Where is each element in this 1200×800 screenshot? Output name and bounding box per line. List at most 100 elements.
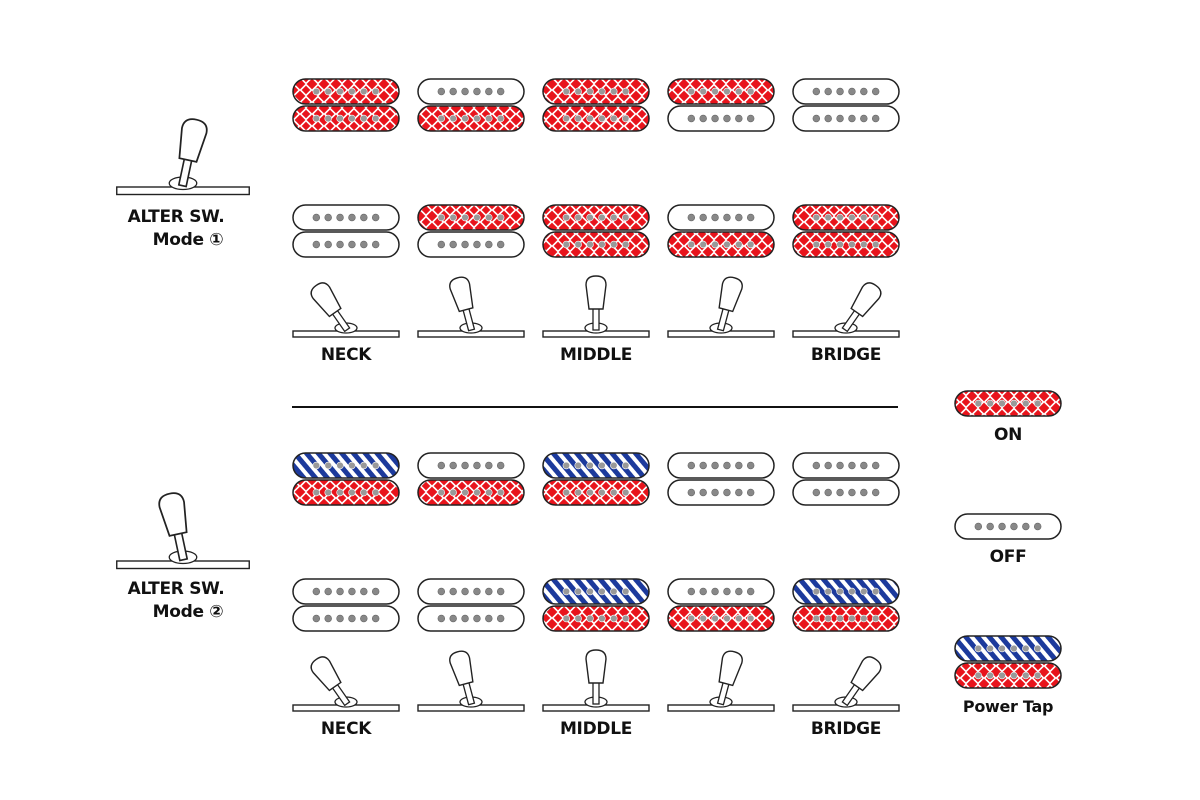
mode1-position-label-neck: NECK bbox=[321, 345, 372, 365]
mode2-pos2-lower-pickup bbox=[417, 578, 525, 632]
pole-piece bbox=[496, 587, 505, 596]
pole-piece bbox=[711, 587, 719, 596]
pole-piece bbox=[860, 587, 868, 596]
pole-piece bbox=[699, 614, 707, 623]
pole-piece bbox=[723, 114, 731, 123]
pole-piece bbox=[1022, 644, 1030, 653]
legend-power-tap-bottom-coil bbox=[954, 662, 1062, 689]
mode1-pos3-upper-pickup bbox=[542, 78, 650, 132]
mode2-pos2-lower-pickup-top-coil-body bbox=[417, 578, 525, 605]
mode1-pos3-switch-icon bbox=[542, 275, 650, 338]
mode2-pos5-upper-pickup-top-coil bbox=[792, 452, 900, 479]
pole-piece bbox=[485, 461, 493, 470]
pole-piece bbox=[348, 240, 356, 249]
legend-off-swatch bbox=[954, 513, 1062, 540]
pole-piece bbox=[824, 587, 832, 596]
legend-power-tap-bottom-coil-body bbox=[954, 662, 1062, 689]
mode2-position-label-bridge: BRIDGE bbox=[811, 719, 881, 739]
pole-piece bbox=[461, 114, 469, 123]
pole-piece bbox=[860, 488, 868, 497]
mode2-pos3-lower-pickup-top-coil-body bbox=[542, 578, 650, 605]
pole-piece bbox=[860, 240, 868, 249]
pole-piece bbox=[437, 213, 446, 222]
pole-piece bbox=[371, 240, 380, 249]
pole-piece bbox=[986, 522, 994, 531]
mode2-pos5-upper-pickup-bottom-coil-body bbox=[792, 479, 900, 506]
mode2-pos4-lower-pickup bbox=[667, 578, 775, 632]
pole-piece bbox=[449, 614, 457, 623]
pole-piece bbox=[824, 87, 832, 96]
pole-piece bbox=[473, 461, 481, 470]
pole-piece bbox=[699, 87, 707, 96]
pole-piece bbox=[735, 488, 743, 497]
pole-piece bbox=[812, 114, 821, 123]
pole-piece bbox=[746, 614, 755, 623]
pole-piece bbox=[437, 87, 446, 96]
pole-piece bbox=[496, 614, 505, 623]
pole-piece bbox=[687, 488, 696, 497]
switch-row bbox=[116, 118, 900, 712]
pole-piece bbox=[986, 399, 994, 408]
switch-lever bbox=[158, 492, 189, 562]
mode2-pos1-upper-pickup-top-coil bbox=[292, 452, 400, 479]
pole-piece bbox=[723, 614, 731, 623]
pole-piece bbox=[562, 240, 571, 249]
pole-piece bbox=[735, 114, 743, 123]
pole-piece bbox=[562, 461, 571, 470]
mode2-pos3-upper-pickup bbox=[542, 452, 650, 506]
pole-piece bbox=[610, 461, 618, 470]
mode2-pos4-lower-pickup-top-coil bbox=[667, 578, 775, 605]
pole-piece bbox=[824, 213, 832, 222]
pole-piece bbox=[610, 240, 618, 249]
mode1-pos3-upper-pickup-top-coil-body bbox=[542, 78, 650, 105]
switch-lever bbox=[585, 649, 607, 705]
pole-piece bbox=[348, 461, 356, 470]
pole-piece bbox=[974, 644, 983, 653]
pole-piece bbox=[371, 488, 380, 497]
mode1-pos2-upper-pickup-top-coil-body bbox=[417, 78, 525, 105]
pole-piece bbox=[836, 461, 844, 470]
mode1-pos4-upper-pickup-bottom-coil bbox=[667, 105, 775, 132]
pole-piece bbox=[562, 114, 571, 123]
pole-piece bbox=[473, 114, 481, 123]
mode1-pos5-lower-pickup-bottom-coil bbox=[792, 231, 900, 258]
pole-piece bbox=[348, 213, 356, 222]
pole-piece bbox=[621, 488, 630, 497]
mode2-pos2-switch-icon bbox=[417, 650, 525, 712]
mode1-pos4-upper-pickup-top-coil-body bbox=[667, 78, 775, 105]
switch-lever bbox=[177, 118, 208, 188]
pole-piece bbox=[360, 87, 368, 96]
mode2-pos2-upper-pickup-top-coil-body bbox=[417, 452, 525, 479]
pole-piece bbox=[746, 87, 755, 96]
mode2-pos3-upper-pickup-bottom-coil bbox=[542, 479, 650, 506]
pole-piece bbox=[360, 614, 368, 623]
mode2-pos4-upper-pickup-bottom-coil bbox=[667, 479, 775, 506]
pole-piece bbox=[461, 213, 469, 222]
pole-piece bbox=[1022, 671, 1030, 680]
mode1-pos3-lower-pickup-bottom-coil-body bbox=[542, 231, 650, 258]
pole-piece bbox=[371, 614, 380, 623]
mode1-pos1-upper-pickup-bottom-coil bbox=[292, 105, 400, 132]
mode1-pos4-upper-pickup-bottom-coil-body bbox=[667, 105, 775, 132]
pole-piece bbox=[871, 240, 880, 249]
mode2-pos1-lower-pickup-top-coil-body bbox=[292, 578, 400, 605]
mode2-pos3-upper-pickup-top-coil bbox=[542, 452, 650, 479]
pole-piece bbox=[746, 461, 755, 470]
mode1-position-label-middle: MIDDLE bbox=[560, 345, 632, 365]
pole-piece bbox=[871, 488, 880, 497]
mode1-pos3-lower-pickup-bottom-coil bbox=[542, 231, 650, 258]
pole-piece bbox=[574, 240, 582, 249]
pole-piece bbox=[574, 87, 582, 96]
mode1-position-label-bridge: BRIDGE bbox=[811, 345, 881, 365]
pole-piece bbox=[699, 213, 707, 222]
mode1-pos2-lower-pickup-bottom-coil bbox=[417, 231, 525, 258]
legend bbox=[954, 390, 1062, 689]
pole-piece bbox=[574, 587, 582, 596]
pole-piece bbox=[812, 240, 821, 249]
mode2-pos4-upper-pickup bbox=[667, 452, 775, 506]
mode2-pos3-lower-pickup-top-coil bbox=[542, 578, 650, 605]
pole-piece bbox=[687, 240, 696, 249]
mode1-pos3-upper-pickup-top-coil bbox=[542, 78, 650, 105]
pole-piece bbox=[699, 461, 707, 470]
mode1-pos2-lower-pickup bbox=[417, 204, 525, 258]
